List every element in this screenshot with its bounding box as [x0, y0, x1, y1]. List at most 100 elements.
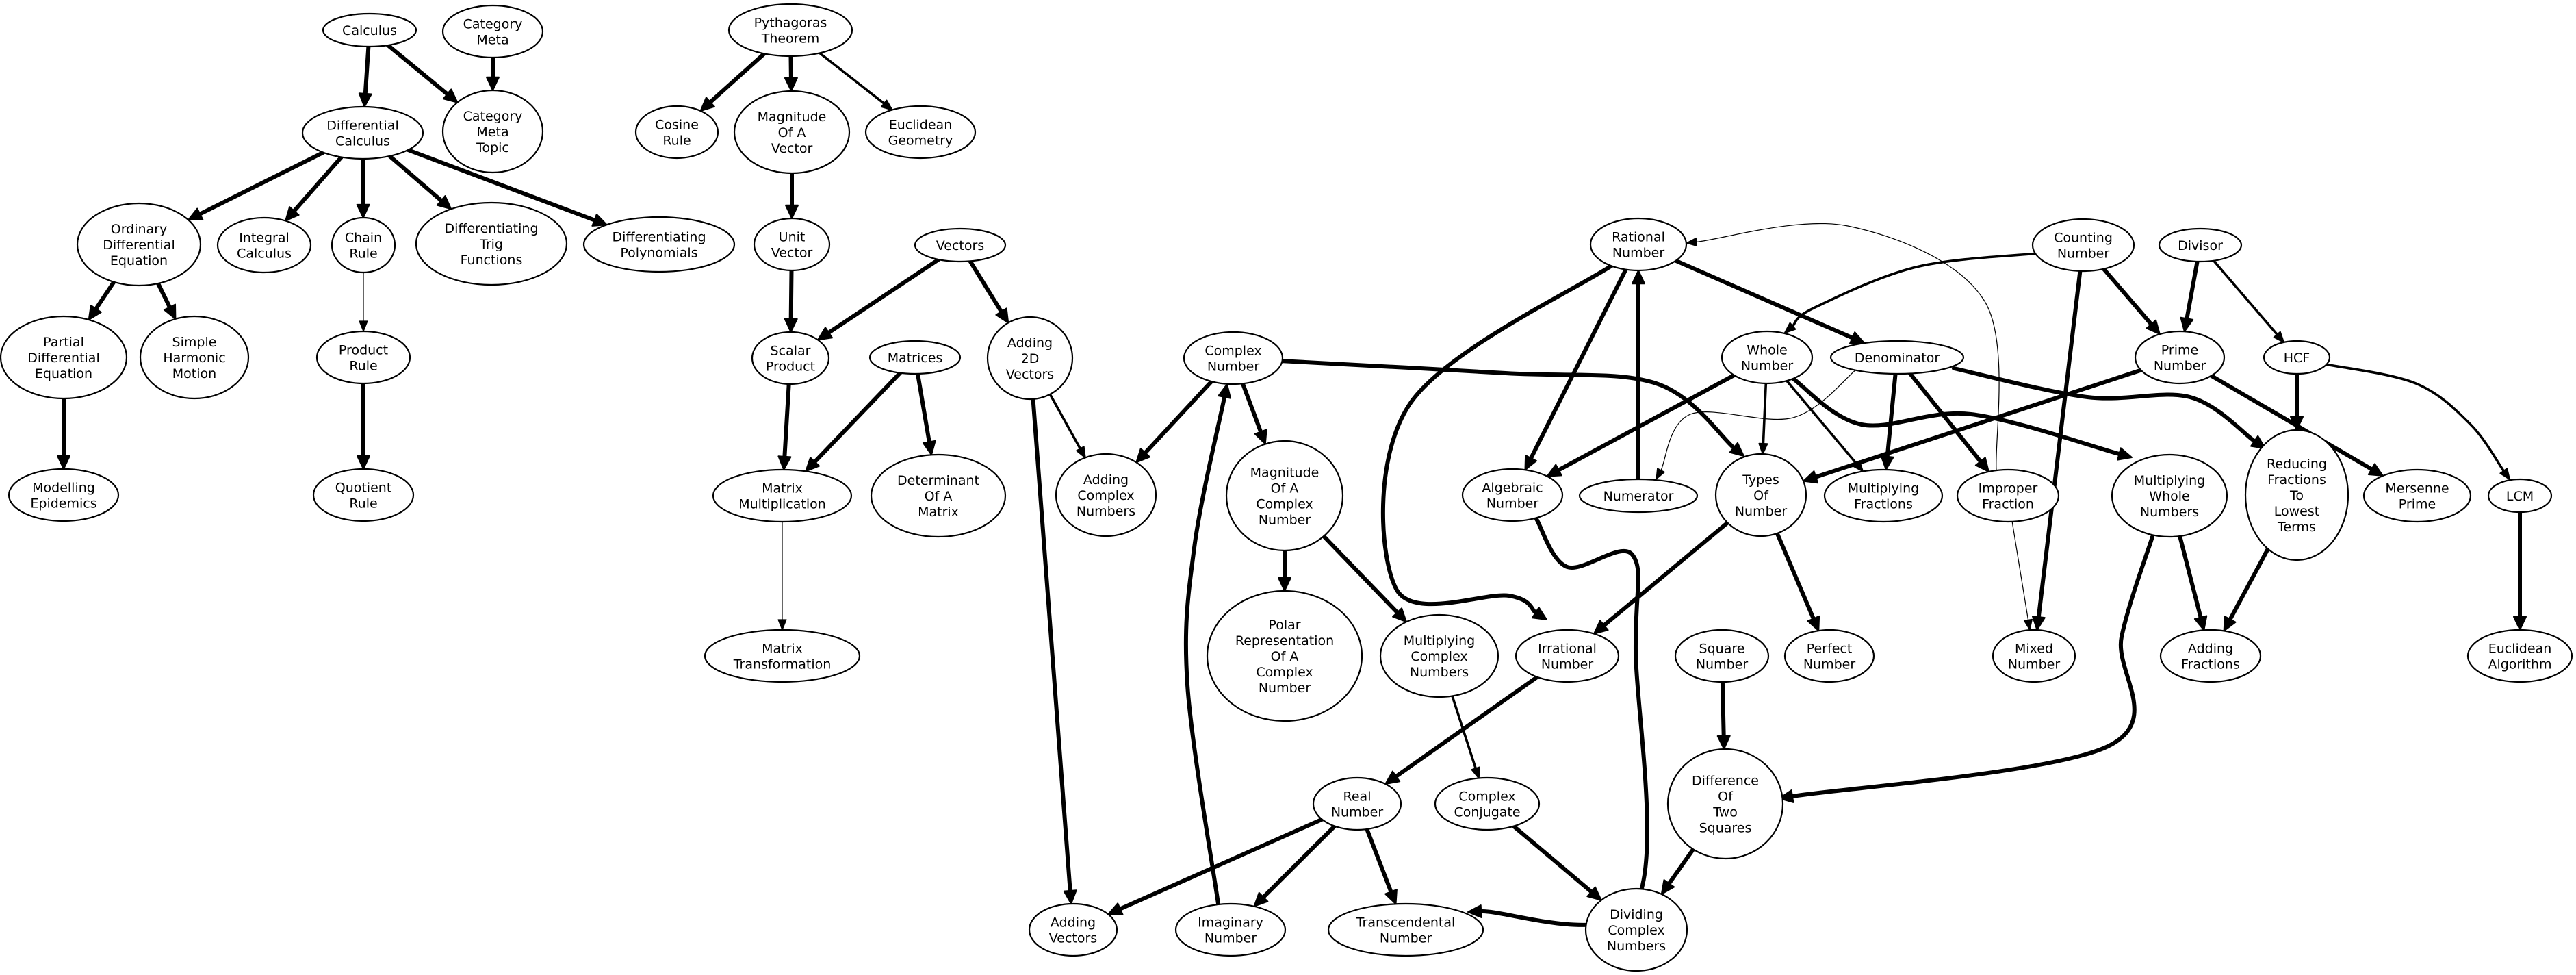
arrowhead [1063, 889, 1077, 904]
node-label-line: Transcendental [1356, 915, 1456, 930]
node-ellipse [751, 331, 830, 385]
edge-line [2101, 266, 2154, 327]
arrowhead [817, 327, 833, 341]
edge-category_meta-to-category_meta_topic [486, 55, 500, 91]
node-label-line: Integral [239, 231, 289, 246]
node-label-line: Calculus [335, 134, 390, 149]
node-label-line: Vectors [1006, 367, 1054, 382]
node-label-line: Equation [35, 366, 92, 381]
node-denominator[interactable]: Denominator [1829, 340, 1965, 375]
node-ellipse [2244, 429, 2349, 561]
node-ellipse [441, 89, 544, 174]
edge-line [788, 268, 794, 321]
node-label-line: Matrix [918, 505, 959, 520]
node-calculus[interactable]: Calculus [322, 12, 417, 48]
node-divisor[interactable]: Divisor [2158, 227, 2243, 263]
node-ellipse [139, 315, 250, 400]
node-label-line: Adding [2188, 642, 2233, 657]
node-label-line: Rule [349, 496, 377, 511]
node-label-line: Number [1735, 504, 1788, 519]
arrowhead [1384, 889, 1398, 905]
edge-line [1529, 267, 1628, 461]
edge-line [94, 279, 116, 311]
arrowhead [785, 204, 799, 219]
node-label-line: Of [1718, 789, 1734, 805]
node-ellipse [1183, 331, 1284, 385]
edge-vectors-to-scalar_product [817, 257, 941, 341]
arrowhead [1784, 322, 1796, 333]
node-hcf[interactable]: HCF [2263, 340, 2331, 375]
node-numerator[interactable]: Numerator [1578, 478, 1699, 514]
node-lcm[interactable]: LCM [2487, 478, 2553, 514]
edge-line [406, 148, 597, 223]
node-matrices[interactable]: Matrices [868, 340, 962, 375]
edge-line [1118, 817, 1324, 911]
node-ellipse [1829, 340, 1965, 375]
edge-product_rule-to-quotient_rule [357, 381, 370, 470]
node-label-line: Adding [1051, 915, 1096, 930]
edge-matrix_multiplication-to-matrix_transformation [777, 521, 787, 631]
node-ellipse [1312, 776, 1402, 831]
arrowhead [2193, 615, 2208, 631]
arrowhead [2250, 435, 2266, 449]
arrowhead [1392, 607, 1407, 623]
node-vectors[interactable]: Vectors [914, 227, 1007, 263]
node-label-line: Number [1486, 496, 1539, 511]
edge-line [1601, 520, 1730, 628]
node-label-line: Complex [1256, 497, 1313, 512]
arrowhead [2513, 616, 2527, 631]
